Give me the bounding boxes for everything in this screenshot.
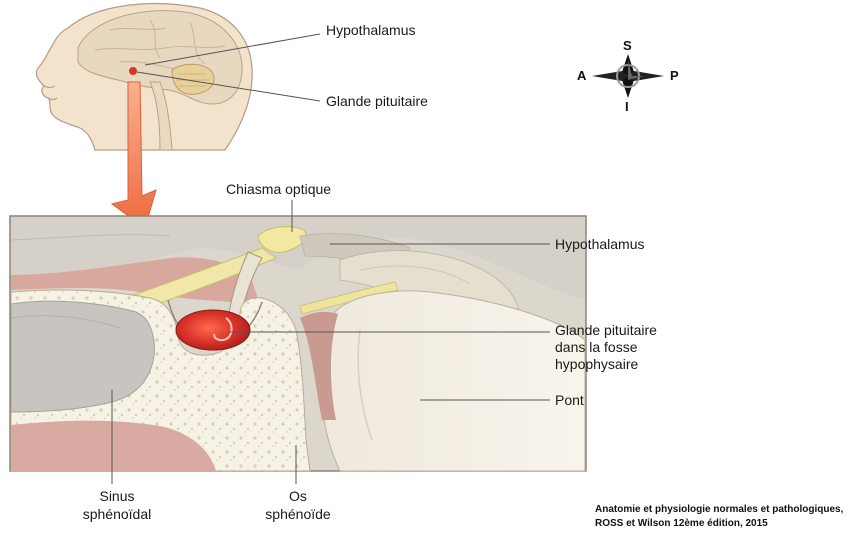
label-hypothalamus-main: Hypothalamus xyxy=(555,236,645,253)
label-hypothalamus-top: Hypothalamus xyxy=(326,22,416,39)
label-os-line2: sphénoïde xyxy=(248,506,348,523)
compass-rose xyxy=(592,54,664,98)
compass-posterior: P xyxy=(670,68,679,83)
source-credit-line1: Anatomie et physiologie normales et path… xyxy=(595,503,843,516)
label-glande-line1: Glande pituitaire xyxy=(555,322,657,339)
label-sinus-line1: Sinus xyxy=(72,488,162,505)
label-pont: Pont xyxy=(555,392,584,409)
sagittal-panel xyxy=(10,216,586,471)
compass-superior: S xyxy=(623,38,632,53)
pituitary-gland xyxy=(176,310,250,350)
small-pituitary xyxy=(129,67,137,75)
label-chiasma-optique: Chiasma optique xyxy=(226,181,331,198)
label-glande-line2: dans la fosse xyxy=(555,339,638,356)
compass-inferior: I xyxy=(625,99,629,114)
label-glande-line3: hypophysaire xyxy=(555,356,638,373)
label-sinus-line2: sphénoïdal xyxy=(67,506,167,523)
label-os-line1: Os xyxy=(258,488,338,505)
label-glande-pituitaire-top: Glande pituitaire xyxy=(326,93,428,110)
head-illustration xyxy=(36,4,320,150)
compass-anterior: A xyxy=(577,68,586,83)
source-credit-line2: ROSS et Wilson 12ème édition, 2015 xyxy=(595,517,768,530)
